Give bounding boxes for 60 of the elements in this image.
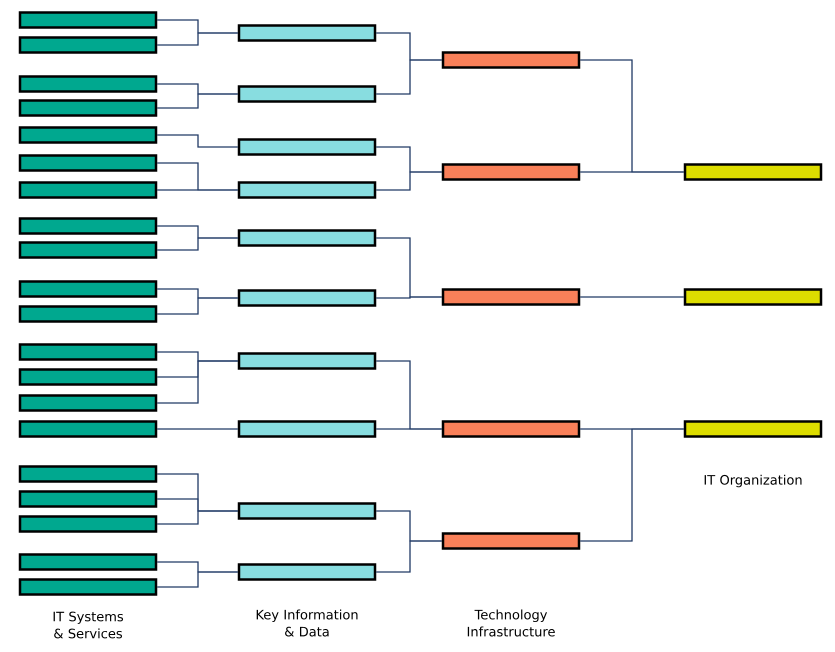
column-label: Key Information & Data: [256, 609, 358, 637]
bar-box: [18, 368, 158, 386]
bar-box: [18, 99, 158, 117]
bar-box: [238, 181, 376, 199]
bar-box: [442, 420, 580, 438]
connector-line: [157, 134, 238, 148]
column-label: IT Organization: [704, 474, 802, 488]
bar-box: [18, 75, 158, 93]
bar-box: [18, 465, 158, 483]
bar-box: [238, 502, 376, 520]
bar-box: [18, 154, 158, 172]
bar-box: [18, 36, 158, 54]
connector-line: [157, 510, 238, 525]
connector-line: [376, 59, 442, 95]
bar-box: [442, 532, 580, 550]
bar-box: [18, 217, 158, 235]
connector-line: [580, 428, 684, 542]
column-label: Technology Infrastructure: [468, 609, 555, 637]
bar-box: [18, 126, 158, 144]
connector-line: [376, 171, 442, 191]
bar-box: [442, 163, 580, 181]
bar-box: [18, 181, 158, 199]
bar-box: [684, 163, 822, 181]
connector-line: [157, 571, 238, 588]
connector-line: [580, 171, 684, 173]
connector-line: [157, 237, 238, 251]
bar-box: [238, 289, 376, 307]
connector-line: [157, 428, 238, 430]
column-label: IT Systems & Services: [54, 612, 124, 638]
bar-box: [442, 288, 580, 306]
connector-line: [157, 297, 238, 315]
connector-line: [157, 32, 238, 46]
bar-box: [684, 420, 822, 438]
bar-box: [18, 343, 158, 361]
connector-line: [376, 540, 442, 573]
bar-box: [238, 85, 376, 103]
bar-box: [18, 515, 158, 533]
bar-box: [18, 420, 158, 438]
connector-line: [157, 360, 238, 404]
bar-box: [18, 305, 158, 323]
bar-box: [684, 288, 822, 306]
connector-line: [157, 189, 238, 191]
bar-box: [18, 394, 158, 412]
connector-line: [376, 296, 442, 299]
bar-box: [18, 280, 158, 298]
bar-box: [18, 490, 158, 508]
bar-box: [18, 553, 158, 571]
connector-line: [157, 93, 238, 109]
bar-box: [238, 138, 376, 156]
bar-box: [238, 229, 376, 247]
bar-box: [238, 563, 376, 581]
bar-box: [18, 11, 158, 29]
bar-box: [18, 578, 158, 596]
bar-box: [18, 241, 158, 259]
bar-box: [442, 51, 580, 69]
connector-line: [376, 428, 442, 430]
bar-box: [238, 420, 376, 438]
bar-box: [238, 352, 376, 370]
bar-box: [238, 24, 376, 42]
connector-line: [580, 296, 684, 298]
